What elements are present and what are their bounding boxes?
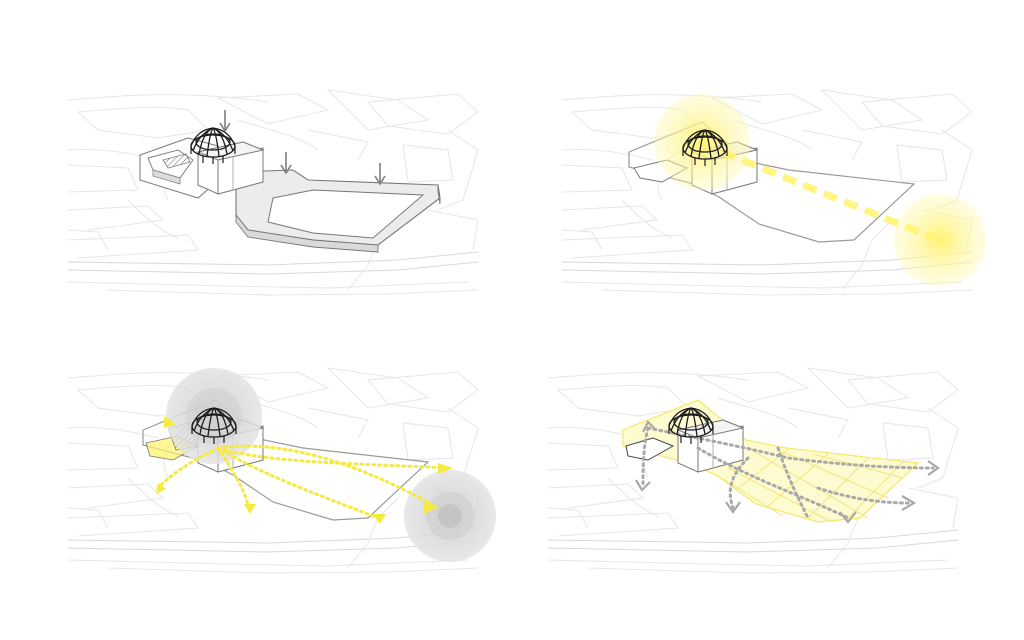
panel-sun-axis	[562, 90, 986, 295]
flow-path	[158, 446, 448, 518]
panel-site-massing	[68, 90, 478, 295]
sun-glow-icon	[894, 194, 986, 286]
node-circle-icon	[404, 470, 496, 562]
node-circle-icon	[166, 368, 262, 464]
panel-landscape-grid	[548, 368, 958, 573]
down-arrow-icon	[375, 163, 385, 184]
down-arrow-icon	[220, 110, 230, 131]
panel-circulation-nodes	[68, 368, 496, 573]
